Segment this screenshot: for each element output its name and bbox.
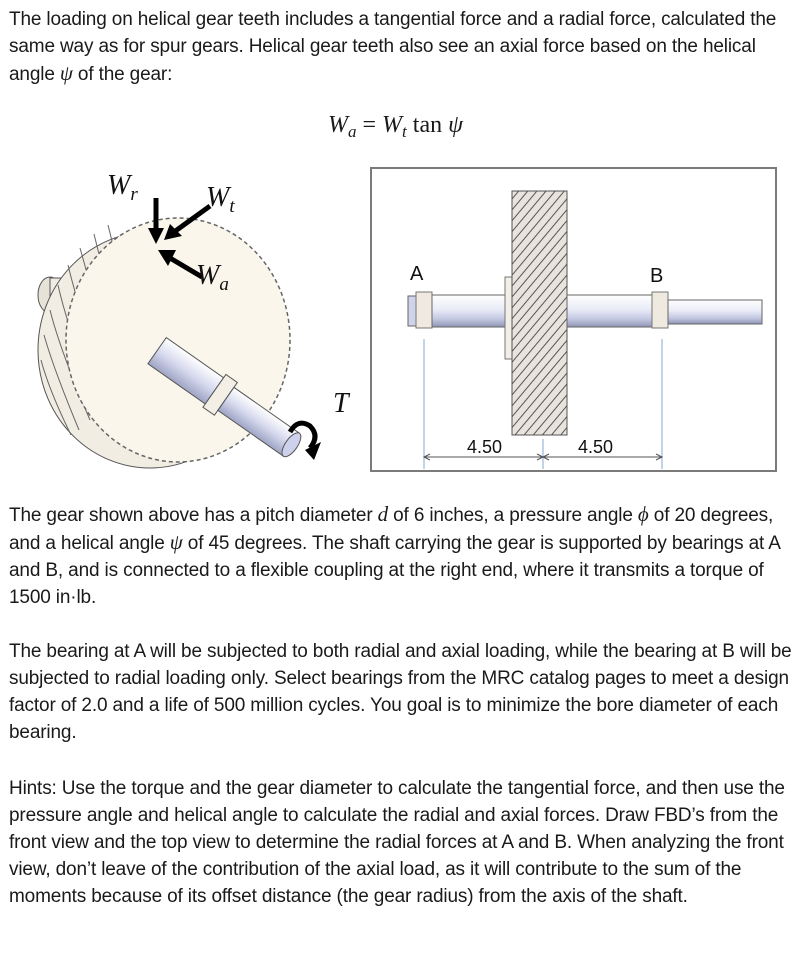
- eq-rhs-sub: t: [402, 122, 407, 141]
- intro-paragraph: The loading on helical gear teeth includ…: [9, 6, 799, 88]
- radial-force-label: Wr: [107, 170, 138, 205]
- p2-text-2: of 6 inches, a pressure angle: [388, 505, 638, 526]
- eq-equals: =: [356, 112, 383, 138]
- bearing-a-label: A: [410, 263, 424, 285]
- axial-force-equation: Wa = Wt tan ψ: [328, 112, 463, 142]
- eq-lhs-sub: a: [348, 122, 357, 141]
- helical-angle-symbol: ψ: [169, 530, 183, 554]
- shaft-front-view-figure: A B 4.50 4.50: [370, 167, 777, 472]
- intro-text-b: of the gear:: [72, 64, 173, 85]
- axial-force-label: Wa: [196, 260, 229, 295]
- p2-text-1: The gear shown above has a pitch diamete…: [9, 505, 378, 526]
- pitch-diameter-symbol: d: [377, 502, 389, 526]
- eq-rhs-psi: ψ: [448, 112, 464, 138]
- gear-isometric-drawing: [37, 198, 321, 469]
- torque-label: T: [333, 388, 349, 419]
- psi-symbol: ψ: [59, 61, 73, 85]
- hints-paragraph: Hints: Use the torque and the gear diame…: [9, 778, 785, 907]
- pressure-angle-symbol: ϕ: [637, 502, 649, 526]
- shaft-drawing: [407, 190, 763, 469]
- dimension-gear-to-b: 4.50: [578, 437, 614, 457]
- eq-rhs-var: W: [382, 112, 403, 138]
- eq-rhs-fn: tan: [406, 112, 449, 138]
- intro-text-a: The loading on helical gear teeth includ…: [9, 9, 777, 85]
- dimension-a-to-gear: 4.50: [467, 437, 503, 457]
- gear-spec-paragraph: The gear shown above has a pitch diamete…: [9, 501, 799, 611]
- helical-gear-isometric-figure: Wr Wt Wa T: [10, 170, 365, 470]
- bearing-b-label: B: [650, 265, 664, 287]
- tangential-force-label: Wt: [206, 182, 235, 217]
- eq-lhs-var: W: [328, 112, 348, 138]
- p2-text-3: of 20 degrees, and a helical angle: [9, 505, 774, 554]
- bearing-requirements-paragraph: The bearing at A will be subjected to bo…: [9, 641, 792, 743]
- p2-text-4: of 45 degrees. The shaft carrying the ge…: [9, 533, 780, 608]
